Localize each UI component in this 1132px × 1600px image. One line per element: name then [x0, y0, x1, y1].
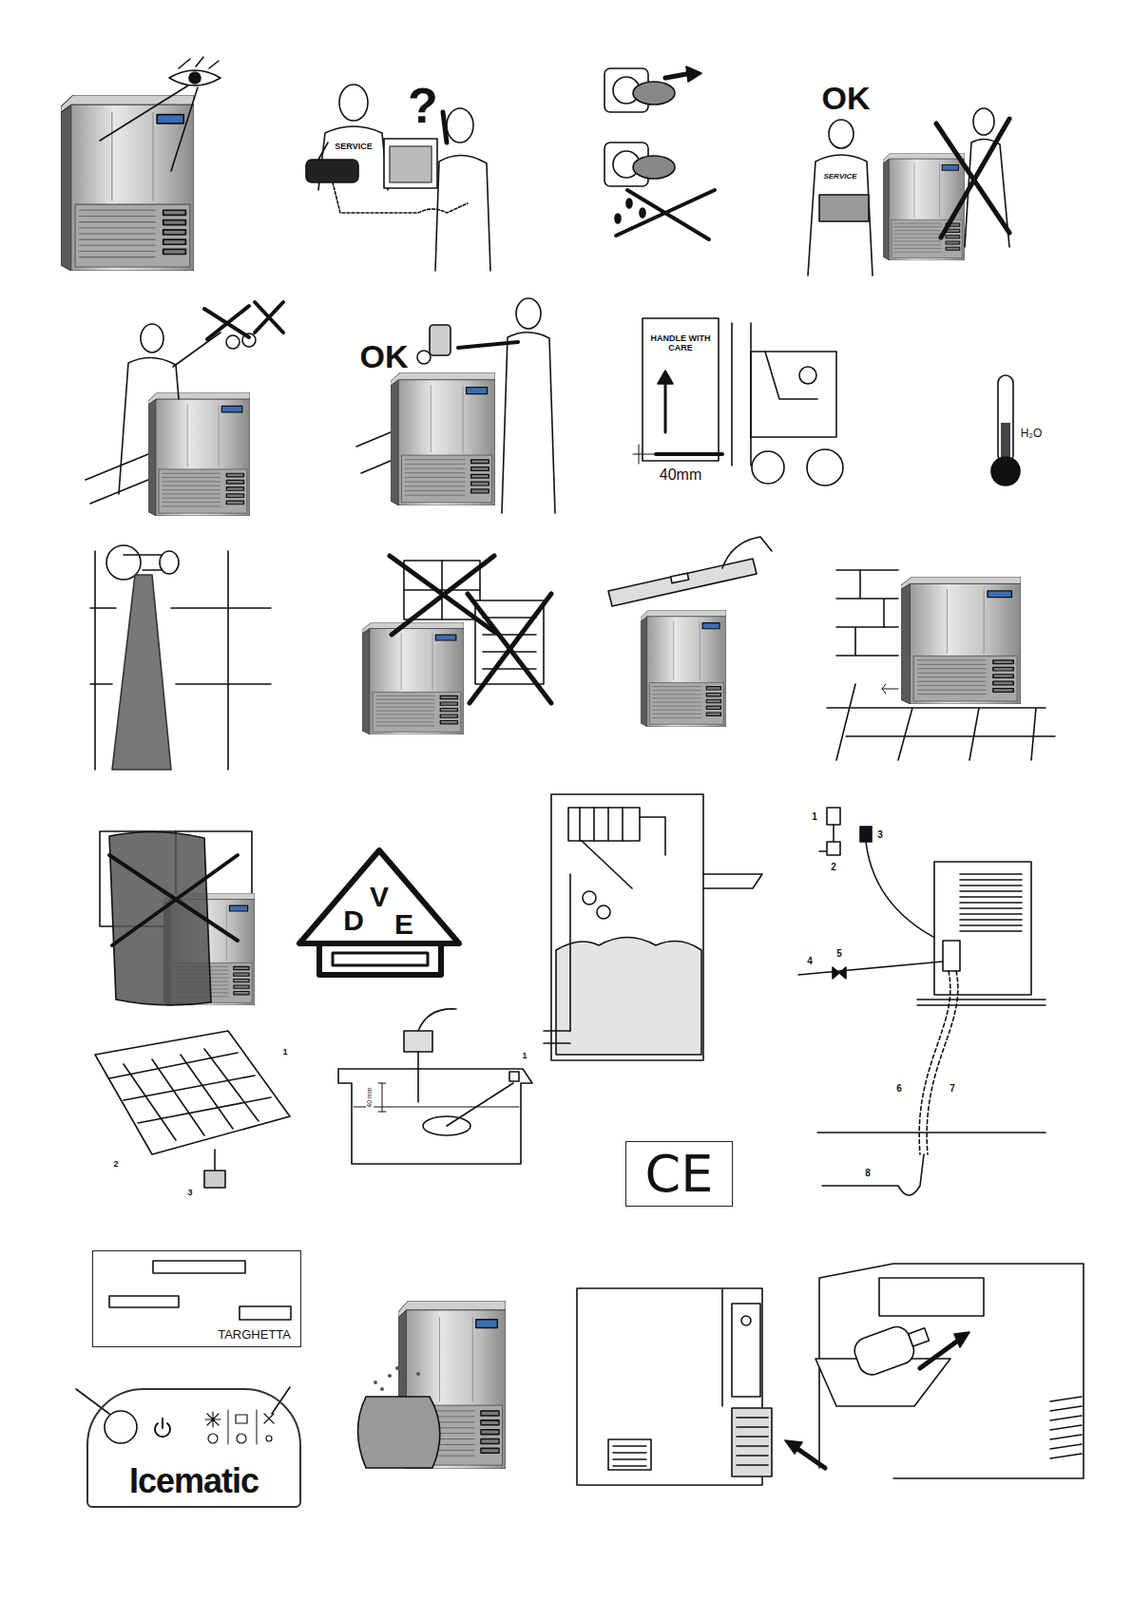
label-text: 40 mm — [365, 1086, 374, 1109]
ce-mark-text: CE — [645, 1149, 714, 1201]
label-text: SERVICE — [333, 142, 373, 153]
thermometer — [991, 375, 1020, 486]
rating-plate-fields — [109, 1261, 291, 1321]
wall-clearance — [826, 570, 1056, 761]
water-trough — [338, 1009, 533, 1165]
control-panel: Icematic — [86, 1388, 302, 1509]
ice-machine — [901, 576, 1021, 705]
ice-machine — [640, 610, 727, 728]
vde-mark — [299, 850, 460, 976]
level-check — [608, 537, 772, 728]
symbol-text: ? — [407, 78, 439, 134]
ce-mark: CE — [625, 1141, 733, 1208]
installation-connections — [798, 807, 1046, 1196]
symbol-text: OK — [822, 80, 871, 116]
control-panel-icons — [76, 1387, 290, 1445]
callout-number: 2 — [829, 862, 838, 873]
no-tampering — [85, 302, 284, 517]
ice-machine — [882, 153, 965, 261]
callout-number: 3 — [186, 1189, 193, 1199]
symbol-text: OK — [360, 339, 409, 375]
cross-section — [543, 794, 763, 1061]
callout-number: 1 — [281, 1048, 288, 1058]
unplug-dry-hands — [604, 66, 715, 240]
callout-number: 5 — [835, 948, 844, 960]
ice-bin-cleaning — [815, 1264, 1084, 1479]
inspect-machine — [60, 57, 221, 271]
evaporator — [95, 1031, 290, 1189]
label-text: 40mm — [658, 466, 703, 484]
forklift-transport — [633, 318, 844, 486]
side-view-filter — [576, 1288, 826, 1486]
callout-number: 2 — [112, 1160, 119, 1171]
no-heat-sources — [362, 556, 552, 735]
no-curtains — [99, 831, 255, 1006]
symbol-text: V — [369, 881, 389, 913]
callout-number: 1 — [520, 1052, 528, 1062]
qualified-service-only — [807, 108, 1010, 276]
water-tap — [90, 545, 271, 770]
water-valve-ok — [356, 298, 556, 514]
callout-number: 4 — [805, 956, 814, 967]
ice-machine — [60, 95, 194, 271]
callout-number: 8 — [863, 1168, 872, 1179]
ice-machine — [362, 622, 464, 735]
ice-machine — [148, 392, 250, 517]
label-text: HANDLE WITH CARE — [649, 334, 712, 354]
callout-number: 1 — [810, 811, 819, 823]
ice-bag — [358, 1301, 507, 1470]
callout-number: 3 — [876, 829, 884, 841]
symbol-text: E — [394, 908, 414, 941]
rating-plate-text: TARGHETTA — [217, 1328, 291, 1342]
callout-number: 6 — [895, 1083, 903, 1094]
control-panel-text: Icematic — [129, 1464, 259, 1499]
label-text: SERVICE — [822, 172, 858, 182]
service-call — [306, 84, 491, 271]
label-text: H₂O — [1019, 427, 1044, 441]
rating-plate: TARGHETTA — [92, 1250, 302, 1348]
symbol-text: D — [343, 904, 365, 937]
ice-machine — [390, 372, 496, 506]
callout-number: 7 — [948, 1083, 957, 1094]
